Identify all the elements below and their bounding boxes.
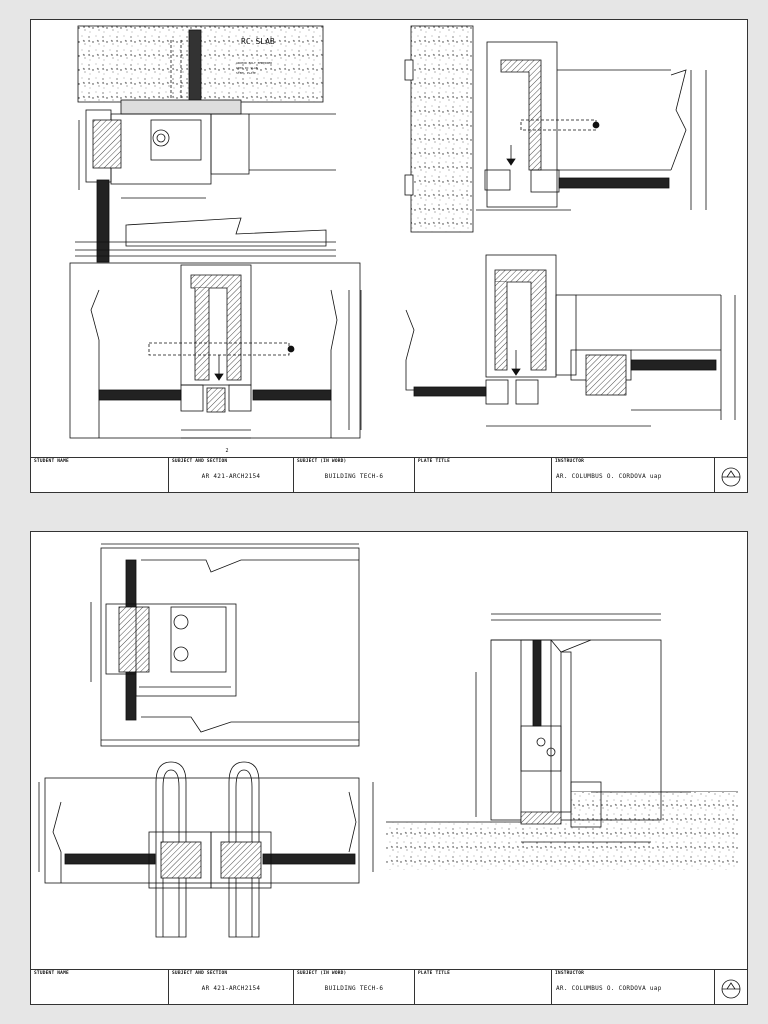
north-arrow-cell (715, 458, 747, 493)
detail-mullion-plan (38, 761, 374, 938)
subject-value: BUILDING TECH-6 (324, 985, 384, 992)
detail-transom-section (405, 254, 736, 427)
slab-label: RC SLAB (241, 37, 275, 46)
subject-value: BUILDING TECH-6 (324, 473, 384, 480)
detail-mullion-section: 2 (69, 262, 362, 454)
subject-cell: SUBJECT (IN WORD) BUILDING TECH-6 (294, 970, 415, 1005)
title-block: STUDENT NAME SUBJECT AND SECTION AR 421-… (31, 969, 747, 1005)
svg-text:INTO RC SLAB: INTO RC SLAB (236, 66, 258, 70)
subject-label: SUBJECT (IN WORD) (297, 971, 347, 976)
plate-title-label: PLATE TITLE (418, 459, 451, 464)
svg-text:ANCHOR BOLT EMBEDDED: ANCHOR BOLT EMBEDDED (236, 61, 272, 65)
student-name-label: STUDENT NAME (34, 971, 69, 976)
subject-section-label: SUBJECT AND SECTION (172, 459, 228, 464)
subject-section-value: AR 421-ARCH2154 (201, 985, 261, 992)
instructor-label: INSTRUCTOR (555, 971, 585, 976)
plate-title-cell: PLATE TITLE (415, 458, 552, 493)
instructor-cell: INSTRUCTOR AR. COLUMBUS O. CORDOVA uap (552, 970, 715, 1005)
plate-title-label: PLATE TITLE (418, 971, 451, 976)
instructor-cell: INSTRUCTOR AR. COLUMBUS O. CORDOVA uap (552, 458, 715, 493)
sheet-1-details: RC SLAB ANCHOR BOLT EMBEDDED INTO RC SLA… (69, 25, 736, 454)
student-name-cell: STUDENT NAME (31, 970, 169, 1005)
drawing-sheet-1: RC SLAB ANCHOR BOLT EMBEDDED INTO RC SLA… (30, 19, 748, 493)
drawing-sheet-2: STUDENT NAME SUBJECT AND SECTION AR 421-… (30, 531, 748, 1005)
instructor-label: INSTRUCTOR (555, 459, 585, 464)
subject-section-cell: SUBJECT AND SECTION AR 421-ARCH2154 (169, 458, 294, 493)
title-block: STUDENT NAME SUBJECT AND SECTION AR 421-… (31, 457, 747, 493)
sheet-2-details (38, 543, 738, 938)
detail-wall-section (404, 25, 707, 233)
detail-sill-section (386, 613, 738, 870)
subject-cell: SUBJECT (IN WORD) BUILDING TECH-6 (294, 458, 415, 493)
subject-label: SUBJECT (IN WORD) (297, 459, 347, 464)
student-name-label: STUDENT NAME (34, 459, 69, 464)
detail-jamb-plan (90, 543, 360, 747)
detail-slab-section: RC SLAB ANCHOR BOLT EMBEDDED INTO RC SLA… (75, 25, 336, 263)
subject-section-value: AR 421-ARCH2154 (201, 473, 261, 480)
student-name-cell: STUDENT NAME (31, 458, 169, 493)
north-arrow-icon (721, 467, 741, 487)
north-arrow-icon (721, 979, 741, 999)
instructor-value: AR. COLUMBUS O. CORDOVA uap (556, 985, 662, 992)
detail-number: 2 (225, 448, 228, 454)
instructor-value: AR. COLUMBUS O. CORDOVA uap (556, 473, 662, 480)
subject-section-cell: SUBJECT AND SECTION AR 421-ARCH2154 (169, 970, 294, 1005)
svg-text:STEEL PLATE: STEEL PLATE (236, 71, 256, 75)
north-arrow-cell (715, 970, 747, 1005)
subject-section-label: SUBJECT AND SECTION (172, 971, 228, 976)
plate-title-cell: PLATE TITLE (415, 970, 552, 1005)
